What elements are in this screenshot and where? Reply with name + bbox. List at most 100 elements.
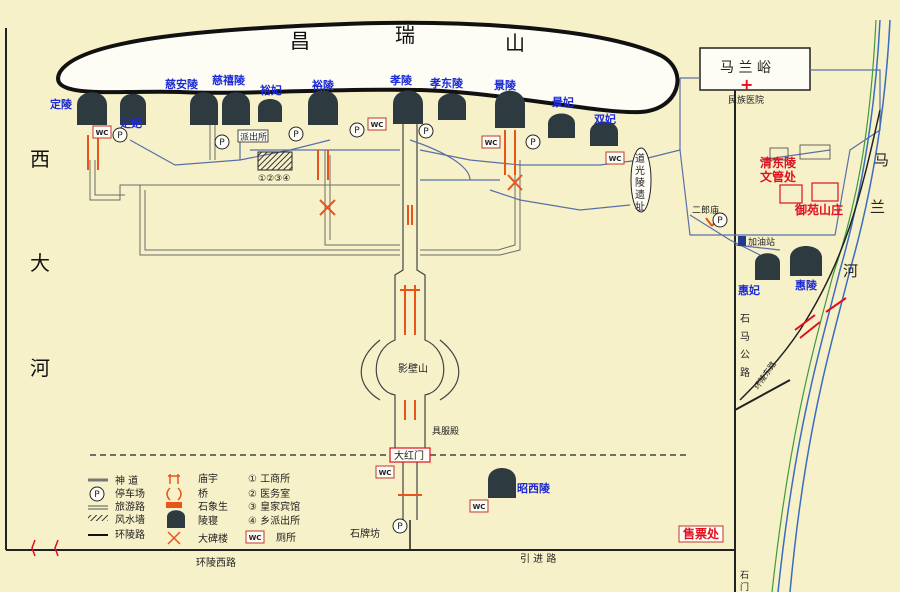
west-ring-road-label: 环陵西路 — [196, 556, 236, 569]
gas-station-label: 加油站 — [748, 236, 775, 248]
parking-letter: P — [354, 126, 360, 136]
label-xiaodongling: 孝东陵 — [429, 76, 464, 90]
bridge-icon-east — [794, 297, 847, 339]
malan-river — [771, 19, 891, 592]
east-river-c1: 马 — [874, 151, 889, 169]
parking-icon — [349, 122, 365, 138]
legend-parking: 停车场 — [115, 487, 145, 500]
label-jingfei: 景妃 — [551, 95, 574, 109]
west-river-c2: 大 — [30, 251, 50, 275]
legend-parking-icon — [89, 486, 105, 502]
ring-roads — [5, 28, 791, 592]
gas-station-icon — [738, 236, 746, 246]
admin-building-1 — [779, 184, 803, 204]
legend-shendao: 神 道 — [115, 474, 138, 487]
mountain-label-2: 瑞 — [395, 23, 415, 47]
daoguang-c3: 陵 — [635, 177, 645, 189]
mausoleum-icon-huiling — [790, 246, 822, 276]
label-jingling: 景陵 — [493, 78, 517, 92]
legend-ring-road: 环陵路 — [115, 528, 145, 541]
mausoleum-icon-dingfei — [120, 93, 146, 125]
shipaifang-label: 石牌坊 — [350, 527, 380, 540]
legend-fengshui: 风水墙 — [115, 513, 145, 526]
hospital-cross-icon: + — [740, 75, 753, 94]
east-river-c3: 河 — [843, 262, 858, 280]
wc-icon: WC — [473, 503, 486, 511]
label-ciananling: 慈安陵 — [165, 77, 199, 91]
legend-parking-letter: P — [94, 490, 100, 500]
mausoleum-icon-cixiling — [222, 92, 250, 125]
legend-wc: 厕所 — [276, 532, 296, 544]
label-yufei: 裕妃 — [259, 83, 282, 97]
mausoleum-icon-shuangfei — [590, 121, 618, 146]
label-qingdongling-admin-1: 清东陵 — [760, 155, 797, 170]
wc-markers — [92, 117, 625, 544]
label-cixiling: 慈禧陵 — [212, 73, 246, 87]
mausoleum-icon-zhaoxiling — [488, 468, 516, 498]
daoguang-c5: 址 — [635, 200, 645, 213]
parking-letter: P — [530, 138, 536, 148]
parking-letter: P — [397, 522, 403, 532]
legend-tour-road: 旅游路 — [115, 500, 145, 513]
parking-icon — [214, 134, 230, 150]
wc-icon: WC — [379, 469, 392, 477]
legend: 神 道 停车场 旅游路 风水墙 环陵路 庙宇 桥 石象生 陵寝 大碑楼 ① 工商… — [88, 472, 300, 545]
legend-n1: ① 工商所 — [248, 472, 290, 485]
legend-statue: 石象生 — [198, 500, 228, 513]
mausoleum-icon-huifei — [755, 253, 780, 280]
malanyu-label: 马 兰 峪 — [720, 60, 771, 76]
legend-temple: 庙宇 — [198, 472, 218, 485]
label-dingling: 定陵 — [50, 97, 73, 111]
label-yuyuan: 御苑山庄 — [794, 202, 843, 217]
legend-stele: 大碑楼 — [198, 532, 228, 545]
parking-icon — [288, 126, 304, 142]
daoguang-c1: 道 — [635, 152, 645, 165]
west-bridge-icons — [31, 539, 59, 557]
legend-mausoleum-icon — [167, 510, 185, 528]
admin-building-2 — [811, 182, 839, 202]
yingbishan-label: 影壁山 — [398, 362, 428, 375]
label-zhaoxiling: 昭西陵 — [517, 481, 551, 495]
label-yuling: 裕陵 — [311, 78, 335, 92]
stone-statues — [87, 130, 719, 496]
parking-letter: P — [423, 127, 429, 137]
wc-icon: WC — [371, 121, 384, 129]
label-ticket-office: 售票处 — [683, 526, 720, 541]
parking-letters: P P P P P P P P P — [94, 126, 723, 532]
wc-labels: WC WC WC WC WC WC WC — [96, 121, 622, 542]
mausoleum-icon-jingling — [495, 90, 525, 128]
dahongmen-gate — [389, 447, 431, 463]
entry-road-label: 引 进 路 — [520, 552, 556, 565]
east-ring-road-label: 环陵东路 — [751, 359, 778, 391]
legend-n3: ③ 皇家宾馆 — [248, 500, 300, 513]
wc-icon: WC — [96, 129, 109, 137]
daoguang-c2: 光 — [635, 164, 645, 177]
mausoleum-markers — [77, 90, 822, 528]
paichusuo-label: 派出所 — [240, 131, 267, 143]
wc-icon: WC — [609, 155, 622, 163]
wc-icon: WC — [485, 139, 498, 147]
shima-road-c1: 石 — [740, 314, 750, 325]
east-river-c2: 兰 — [870, 198, 885, 216]
mausoleum-icon-xiaoling — [393, 90, 423, 124]
mausoleum-icon-dingling — [77, 92, 107, 125]
east-ring-road — [739, 109, 881, 401]
legend-bridge: 桥 — [198, 488, 208, 500]
legend-n4: ④ 乡派出所 — [248, 514, 300, 527]
legend-n2: ② 医务室 — [248, 487, 290, 500]
parking-icon — [712, 212, 728, 228]
jufudian-label: 具服殿 — [432, 426, 459, 437]
shima-road-c2: 马 — [740, 331, 750, 343]
malanyu-area: 马 兰 峪 + 民族医院 — [679, 47, 881, 236]
label-shuangfei: 双妃 — [594, 112, 616, 126]
dahongmen-label: 大红门 — [394, 449, 424, 462]
legend-mausoleum: 陵寝 — [198, 514, 218, 527]
parking-icon — [418, 123, 434, 139]
ticket-office-box[interactable] — [678, 525, 724, 543]
label-dingfei: 定妃 — [120, 116, 142, 130]
label-huifei: 惠妃 — [738, 283, 760, 297]
mausoleum-icon-xiaodongling — [438, 93, 466, 120]
road-network — [89, 120, 521, 256]
